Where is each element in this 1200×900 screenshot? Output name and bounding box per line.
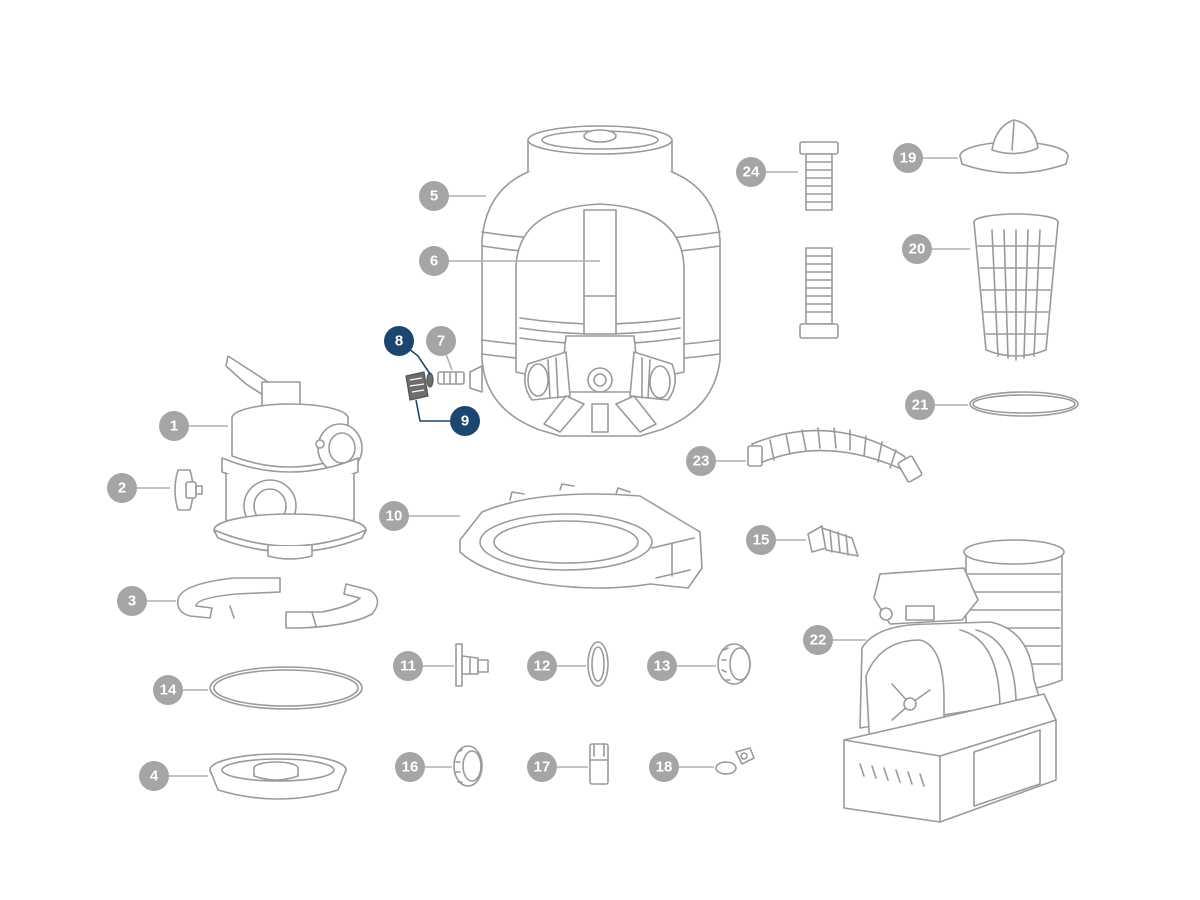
callout-label-18: 18 bbox=[656, 759, 673, 776]
callout-3: 3 bbox=[117, 586, 176, 616]
callout-7: 7 bbox=[426, 326, 456, 371]
callout-label-21: 21 bbox=[912, 397, 929, 414]
callout-label-4: 4 bbox=[150, 768, 159, 785]
callout-10: 10 bbox=[379, 501, 460, 531]
callout-label-17: 17 bbox=[534, 759, 551, 776]
callout-6: 6 bbox=[419, 246, 600, 276]
callout-19: 19 bbox=[893, 143, 958, 173]
part-19-pump-lid bbox=[959, 119, 1069, 174]
callout-label-23: 23 bbox=[693, 453, 710, 470]
callout-13: 13 bbox=[647, 651, 716, 681]
callout-18: 18 bbox=[649, 752, 714, 782]
callout-8: 8 bbox=[384, 326, 431, 375]
part-4-tank-base bbox=[209, 753, 347, 800]
part-9-drain-strainer bbox=[405, 371, 429, 401]
callout-label-15: 15 bbox=[753, 532, 770, 549]
callout-14: 14 bbox=[153, 675, 208, 705]
callout-9: 9 bbox=[415, 399, 480, 436]
callout-label-19: 19 bbox=[900, 150, 917, 167]
callout-label-1: 1 bbox=[170, 418, 178, 435]
callout-label-16: 16 bbox=[402, 759, 419, 776]
callout-22: 22 bbox=[803, 625, 866, 655]
callout-label-14: 14 bbox=[160, 682, 177, 699]
callout-label-2: 2 bbox=[118, 480, 126, 497]
part-24-hoses bbox=[799, 141, 839, 339]
part-12-o-ring bbox=[587, 641, 609, 687]
callout-label-3: 3 bbox=[128, 593, 136, 610]
callout-4: 4 bbox=[139, 761, 208, 791]
callout-23: 23 bbox=[686, 446, 746, 476]
callout-label-6: 6 bbox=[430, 253, 438, 270]
part-8-gasket bbox=[426, 372, 434, 388]
callout-label-22: 22 bbox=[810, 632, 827, 649]
part-2-drain-plug bbox=[174, 469, 203, 511]
callout-label-7: 7 bbox=[437, 333, 445, 350]
part-13-cap-nut bbox=[717, 643, 751, 685]
callout-label-5: 5 bbox=[430, 188, 438, 205]
part-6-standpipe-laterals bbox=[469, 209, 676, 433]
callout-layer: 1 2 3 4 5 6 7 bbox=[107, 143, 970, 791]
part-17-clip bbox=[589, 743, 609, 785]
callout-20: 20 bbox=[902, 234, 970, 264]
callout-2: 2 bbox=[107, 473, 170, 503]
callout-label-20: 20 bbox=[909, 241, 926, 258]
part-1-multiport-valve bbox=[213, 355, 367, 560]
callout-1: 1 bbox=[159, 411, 228, 441]
callout-17: 17 bbox=[527, 752, 588, 782]
part-16-union-nut bbox=[453, 745, 483, 787]
part-22-filter-pump bbox=[843, 539, 1065, 823]
part-20-strainer-basket bbox=[973, 213, 1059, 361]
part-23-connection-hose bbox=[747, 427, 923, 483]
callout-label-24: 24 bbox=[743, 164, 760, 181]
callout-label-10: 10 bbox=[386, 508, 403, 525]
callout-12: 12 bbox=[527, 651, 586, 681]
part-3-clamp bbox=[176, 577, 379, 629]
part-7-drain-fitting bbox=[437, 371, 465, 385]
callout-label-9: 9 bbox=[461, 413, 469, 430]
callout-15: 15 bbox=[746, 525, 806, 555]
callout-label-13: 13 bbox=[654, 658, 671, 675]
callout-label-12: 12 bbox=[534, 658, 551, 675]
callout-16: 16 bbox=[395, 752, 452, 782]
callout-21: 21 bbox=[905, 390, 968, 420]
callout-11: 11 bbox=[393, 651, 454, 681]
part-15-strainer bbox=[807, 525, 859, 557]
callout-5: 5 bbox=[419, 181, 486, 211]
part-21-lid-o-ring bbox=[969, 391, 1079, 417]
part-11-hose-adapter bbox=[455, 643, 489, 687]
callout-label-11: 11 bbox=[400, 658, 416, 675]
part-18-small-fittings bbox=[715, 747, 755, 775]
callout-24: 24 bbox=[736, 157, 798, 187]
part-14-o-ring bbox=[209, 666, 363, 710]
part-10-tank-stand bbox=[459, 483, 703, 589]
callout-label-8: 8 bbox=[395, 333, 403, 350]
